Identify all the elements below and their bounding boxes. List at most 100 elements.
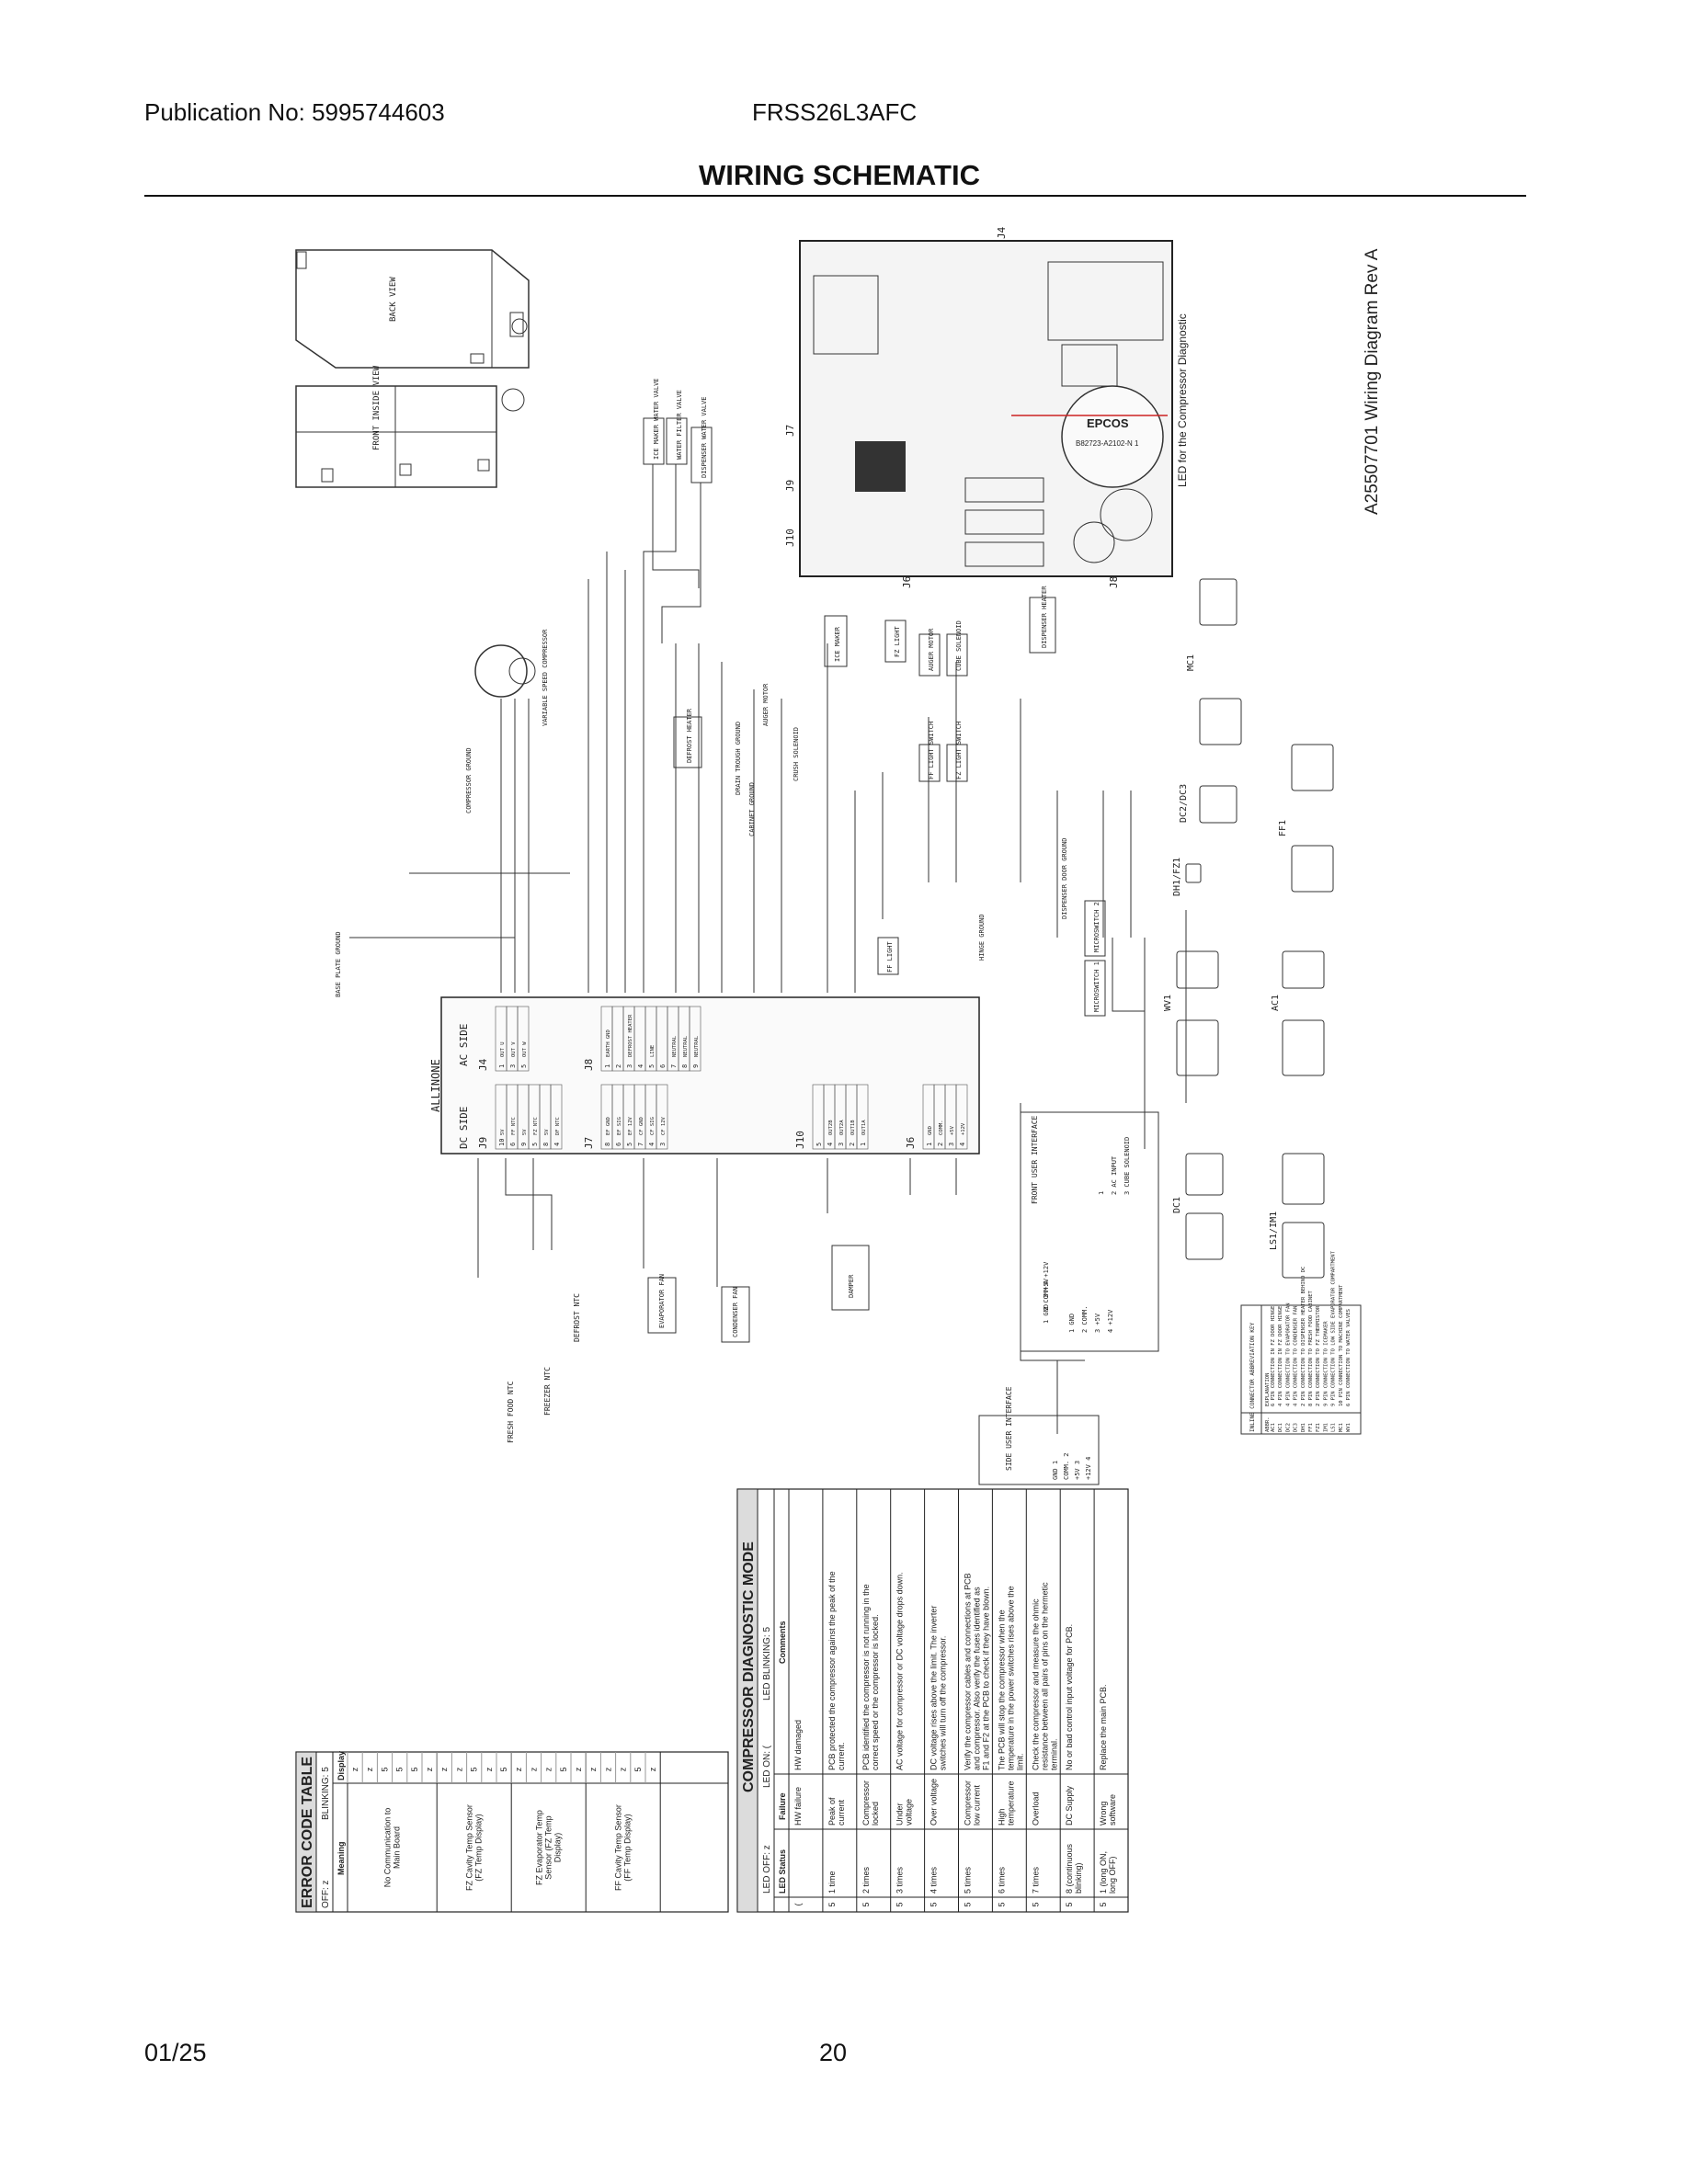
board-pin-function: LINE: [650, 1045, 656, 1057]
plug-ls1-im1: LS1/IM1: [1269, 1211, 1279, 1250]
board-pin-number: 3: [659, 1143, 667, 1146]
board-pin-function: +12V: [961, 1122, 966, 1135]
condenser-fan-label: CONDENSER FAN: [732, 1287, 739, 1337]
board-pin-number: 2: [615, 1064, 622, 1068]
error-display-symbol: 5: [395, 1767, 405, 1771]
board-pin-number: 2: [937, 1143, 944, 1146]
front-ui-label: FRONT USER INTERFACE: [1031, 1115, 1039, 1204]
plug-dc1: DC1: [1172, 1197, 1182, 1213]
abbr-row-code: AC1: [1271, 1423, 1276, 1432]
board-pin-function: FZ NTC: [533, 1117, 539, 1135]
board-pin-number: 3: [838, 1143, 845, 1146]
abbr-row-explanation: 4 PIN CONNECTION IN FZ DOOR HINGE: [1278, 1306, 1283, 1406]
diag-comment: terminal.: [1049, 1738, 1058, 1770]
abbr-row-code: FZ1: [1316, 1423, 1321, 1432]
board-pin-function: CF GND: [639, 1117, 644, 1135]
diag-led-symbol: 5: [895, 1902, 905, 1906]
diag-failure: High: [997, 1808, 1006, 1826]
board-pin-function: OUT1A: [861, 1120, 867, 1135]
diag-failure: low current: [973, 1784, 982, 1826]
diag-led-status: 1 (long ON,: [1099, 1851, 1108, 1894]
board-pin-number: 5: [520, 1064, 528, 1068]
board-pin-function: CF SIG: [650, 1117, 656, 1135]
error-display-symbol: z: [485, 1767, 494, 1771]
diag-failure: locked: [871, 1802, 880, 1826]
microswitch-1-label: MICROSWITCH 1: [1093, 961, 1101, 1012]
board-pin-number: 5: [815, 1143, 823, 1146]
diag-led-status: 2 times: [861, 1866, 871, 1894]
board-pin-function: OUT U: [500, 1041, 506, 1057]
diag-comment: PCB protected the compressor against the…: [827, 1571, 837, 1770]
evaporator-fan-label: EVAPORATOR FAN: [658, 1274, 666, 1328]
board-pin-number: 1: [498, 1064, 506, 1068]
abbreviation-key: INLINE CONNECTOR ABBREVIATION KEY ABBR. …: [1240, 1250, 1362, 1435]
diag-comment: resistance between all pairs of pins on …: [1040, 1582, 1049, 1770]
board-pin-function: OUT1B: [850, 1120, 856, 1135]
abbr-row-code: WV1: [1346, 1423, 1352, 1432]
error-meaning: No Communication to: [383, 1808, 393, 1888]
cabinet-front-view: FRONT INSIDE VIEW: [295, 365, 497, 488]
diag-comment: current.: [837, 1742, 846, 1770]
board-connector-title: J7: [583, 1137, 595, 1149]
diag-failure: current: [837, 1799, 846, 1826]
abbr-row-code: FF1: [1308, 1423, 1314, 1432]
ff-light-label: FF LIGHT: [886, 940, 894, 973]
abbr-row-code: DC3: [1294, 1423, 1299, 1432]
error-display-symbol: 5: [633, 1767, 643, 1771]
error-display-symbol: z: [425, 1767, 434, 1771]
page-number: 20: [819, 2039, 848, 2066]
error-display-symbol: z: [439, 1767, 449, 1771]
defrost-ntc-label: DEFROST NTC: [573, 1293, 581, 1342]
connector-labels: MC1 DC2/DC3 FF1 DH1/FZ1 WV1 AC1 DC1 LS1/…: [1163, 654, 1288, 1250]
diag-failure: Over voltage: [930, 1779, 939, 1826]
board-pin-number: 6: [615, 1143, 622, 1146]
abbr-row-code: LS1: [1331, 1423, 1337, 1432]
pcb-conn-j9: J9: [784, 480, 796, 492]
error-display-symbol: z: [648, 1767, 657, 1771]
diag-led-status: 7 times: [1031, 1866, 1040, 1894]
front-view-label: FRONT INSIDE VIEW: [372, 365, 382, 450]
diag-comment: DC voltage rises above the limit. The in…: [930, 1606, 939, 1770]
board-pin-number: 1: [860, 1143, 867, 1146]
board-pin-function: OUT2B: [828, 1120, 834, 1135]
dispenser-heater-label: DISPENSER HEATER: [1041, 586, 1048, 648]
diag-col-status: LED Status: [778, 1849, 787, 1894]
error-display-symbol: z: [454, 1767, 463, 1771]
freezer-ntc-label: FREEZER NTC: [543, 1367, 552, 1416]
abbr-row-explanation: 2 PIN CONNECTION TO DISPENSER HEATER BEH…: [1301, 1267, 1306, 1406]
board-pin-number: 4: [637, 1064, 644, 1068]
fz-light-switch-label: FZ LIGHT SWITCH: [955, 722, 963, 779]
abbr-row-code: IM1: [1323, 1423, 1329, 1432]
fz-light-label: FZ LIGHT: [894, 625, 901, 657]
publication-number: Publication No: 5995744603: [144, 98, 445, 126]
diag-comment: The PCB will stop the compressor when th…: [997, 1610, 1006, 1770]
water-valves: ICE MAKER WATER VALVE WATER FILTER VALVE…: [643, 378, 713, 483]
diag-failure: temperature: [1006, 1780, 1015, 1826]
diag-led-status: 5 times: [964, 1866, 973, 1894]
wiring-lines: [349, 464, 1187, 1434]
error-display-symbol: z: [588, 1767, 598, 1771]
ui-j1-pin: COMM. 2: [1063, 1452, 1070, 1480]
side-ui-label: SIDE USER INTERFACE: [1005, 1386, 1013, 1471]
ui-j1-pin: +5V 3: [1074, 1461, 1081, 1480]
diag-comment: AC voltage for compressor or DC voltage …: [895, 1572, 905, 1770]
diag-led-status: 8 (continuous: [1065, 1843, 1074, 1894]
diag-comment: F1 and F2 at the PCB to check if they ha…: [982, 1587, 991, 1770]
abbr-col-expl: EXPLANATION: [1265, 1373, 1271, 1406]
diag-col-comments: Comments: [778, 1621, 787, 1664]
diag-led-status: blinking): [1074, 1862, 1083, 1894]
abbr-row-explanation: 2 PIN CONNECTION TO FZ THERMISTOR: [1316, 1305, 1321, 1406]
diag-table-title: COMPRESSOR DIAGNOSTIC MODE: [741, 1541, 757, 1792]
revision-label: A25507701 Wiring Diagram Rev A: [1363, 248, 1382, 515]
pcb-conn-j4: J4: [996, 226, 1008, 239]
error-meaning: Display): [553, 1833, 563, 1863]
board-pin-number: 9: [520, 1143, 528, 1146]
diag-led-symbol: 5: [964, 1902, 973, 1906]
board-pin-function: NEUTRAL: [694, 1035, 700, 1057]
diag-failure: HW failure: [793, 1787, 803, 1826]
model-number: FRSS26L3AFC: [752, 98, 918, 126]
diag-failure: Compressor: [964, 1780, 973, 1826]
abbr-row-explanation: 4 PIN CONNECTION TO EVAPORATOR FAN: [1285, 1302, 1291, 1406]
abbr-row-code: DC1: [1278, 1423, 1283, 1432]
